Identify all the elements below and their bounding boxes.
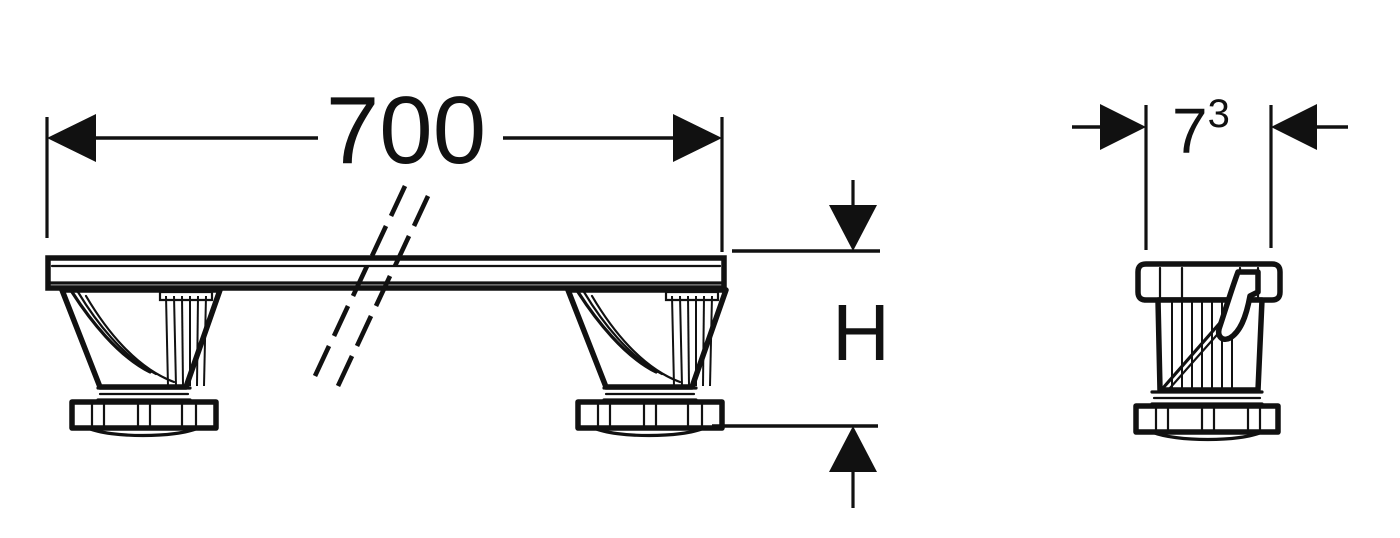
side-bracket-tab xyxy=(1216,269,1261,342)
length-dimension-value: 700 xyxy=(326,77,486,184)
bracket-right xyxy=(565,287,729,438)
bracket-left xyxy=(59,287,223,438)
length-arrow-right xyxy=(673,114,722,162)
height-dimension-value: H xyxy=(832,288,890,377)
depth-arrow-right xyxy=(1271,104,1317,150)
depth-dimension-value: 7 xyxy=(1172,95,1208,167)
length-arrow-left xyxy=(47,114,96,162)
front-elevation-view xyxy=(45,185,729,438)
side-elevation-view xyxy=(1133,261,1283,442)
bracket-right-ribs xyxy=(671,295,713,387)
depth-arrow-left xyxy=(1100,104,1146,150)
height-dimension: H xyxy=(712,180,890,508)
height-arrow-bottom xyxy=(829,426,877,472)
bracket-left-ribs xyxy=(165,295,207,387)
depth-dimension-value-group: 73 xyxy=(1172,92,1230,167)
height-arrow-top xyxy=(829,205,877,251)
depth-dimension-superscript: 3 xyxy=(1208,92,1230,136)
length-dimension: 700 xyxy=(45,77,724,252)
depth-dimension: 73 xyxy=(1072,92,1348,250)
break-symbol xyxy=(312,185,431,387)
side-base-flange xyxy=(1133,403,1281,435)
